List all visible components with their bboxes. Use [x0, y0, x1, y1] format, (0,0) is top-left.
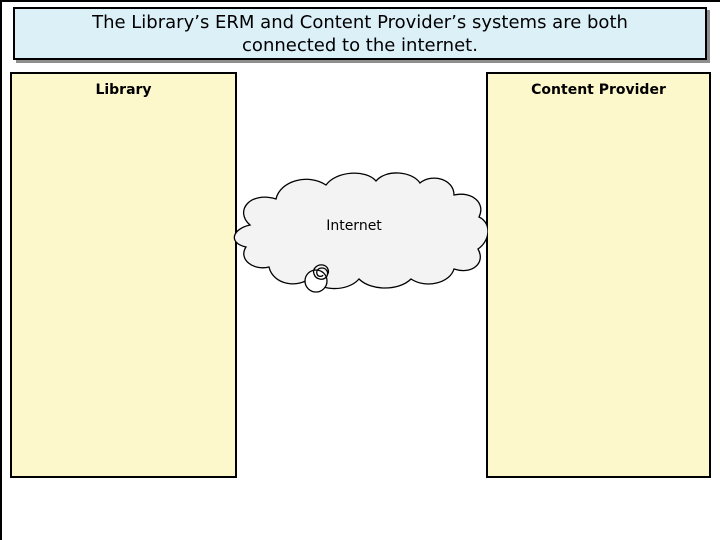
title-line-1: The Library’s ERM and Content Provider’s…: [92, 12, 628, 33]
content-provider-label: Content Provider: [531, 82, 666, 98]
content-provider-box: Content Provider: [486, 72, 711, 478]
cloud-scribble-icon: [312, 264, 330, 280]
internet-label: Internet: [326, 218, 382, 234]
library-box: Library: [10, 72, 237, 478]
library-label: Library: [95, 82, 152, 98]
title-line-2: connected to the internet.: [242, 35, 478, 56]
cloud-tail-bubble: [304, 269, 328, 293]
internet-cloud-icon: Internet: [233, 172, 488, 293]
title-callout-box: The Library’s ERM and Content Provider’s…: [13, 7, 707, 60]
cloud-outline: [233, 172, 488, 290]
